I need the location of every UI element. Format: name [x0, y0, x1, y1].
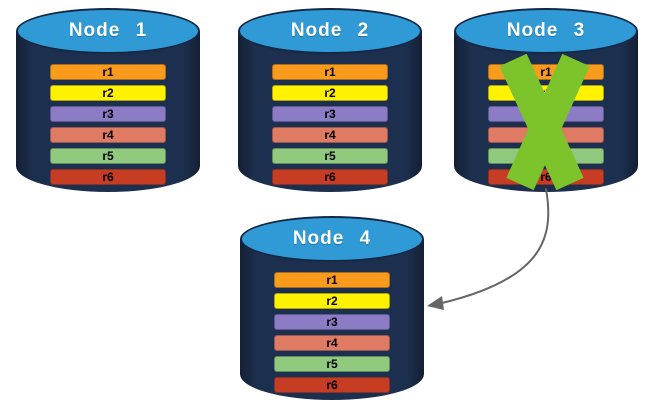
node-3-label: Node 3 — [506, 20, 586, 41]
record-bar-r1: r1 — [274, 272, 390, 288]
failure-x-stroke-2 — [506, 53, 590, 191]
record-bar-r4: r4 — [272, 127, 388, 143]
node-4-records: r1 r2 r3 r4 r5 r6 — [274, 272, 390, 393]
record-bar-r6: r6 — [50, 169, 166, 185]
record-bar-r4: r4 — [274, 335, 390, 351]
record-label-r3: r3 — [102, 107, 114, 121]
node-1-label: Node 1 — [68, 20, 148, 41]
record-label-r6: r6 — [540, 170, 552, 184]
record-label-r1: r1 — [324, 65, 336, 79]
record-label-r5: r5 — [324, 149, 336, 163]
record-bar-r6: r6 — [272, 169, 388, 185]
record-bar-r1: r1 — [272, 64, 388, 80]
node-1-records: r1 r2 r3 r4 r5 r6 — [50, 64, 166, 185]
node-1-cylinder-top: Node 1 — [16, 8, 200, 54]
node-2-cylinder-body — [238, 31, 422, 192]
record-bar-r3: r3 — [274, 314, 390, 330]
record-bar-r2: r2 — [274, 293, 390, 309]
record-bar-r6: r6 — [274, 377, 390, 393]
record-bar-r4: r4 — [50, 127, 166, 143]
record-label-r4: r4 — [326, 336, 338, 350]
record-label-r6: r6 — [326, 378, 338, 392]
arrow-head — [427, 296, 444, 310]
record-label-r4: r4 — [102, 128, 114, 142]
record-label-r2: r2 — [326, 294, 338, 308]
node-2-cylinder-top: Node 2 — [238, 8, 422, 54]
record-bar-r2: r2 — [272, 85, 388, 101]
record-label-r6: r6 — [102, 170, 114, 184]
node-2-records: r1 r2 r3 r4 r5 r6 — [272, 64, 388, 185]
record-bar-r5: r5 — [274, 356, 390, 372]
record-bar-r2: r2 — [50, 85, 166, 101]
record-label-r1: r1 — [540, 65, 552, 79]
record-bar-r3: r3 — [272, 106, 388, 122]
record-label-r4: r4 — [324, 128, 336, 142]
node-2: Node 2 r1 r2 r3 r4 r5 r6 — [238, 8, 422, 192]
record-label-r3: r3 — [326, 315, 338, 329]
node-1: Node 1 r1 r2 r3 r4 r5 r6 — [16, 8, 200, 192]
record-label-r6: r6 — [324, 170, 336, 184]
record-label-r3: r3 — [324, 107, 336, 121]
node-4-cylinder-top: Node 4 — [240, 216, 424, 262]
record-label-r5: r5 — [326, 357, 338, 371]
record-label-r1: r1 — [102, 65, 114, 79]
node-4: Node 4 r1 r2 r3 r4 r5 r6 — [240, 216, 424, 400]
failure-x-icon — [499, 53, 590, 191]
arrow-curve — [441, 188, 550, 304]
record-label-r2: r2 — [102, 86, 114, 100]
record-label-r5: r5 — [102, 149, 114, 163]
record-bar-r5: r5 — [272, 148, 388, 164]
record-label-r2: r2 — [324, 86, 336, 100]
record-label-r1: r1 — [326, 273, 338, 287]
node-3: Node 3 r1 r2 r3 r4 r5 r6 — [454, 8, 638, 192]
node-3-cylinder-top: Node 3 — [454, 8, 638, 54]
record-bar-r3: r3 — [50, 106, 166, 122]
node-4-label: Node 4 — [292, 228, 372, 249]
record-bar-r5: r5 — [50, 148, 166, 164]
node-2-label: Node 2 — [290, 20, 370, 41]
record-bar-r1: r1 — [50, 64, 166, 80]
